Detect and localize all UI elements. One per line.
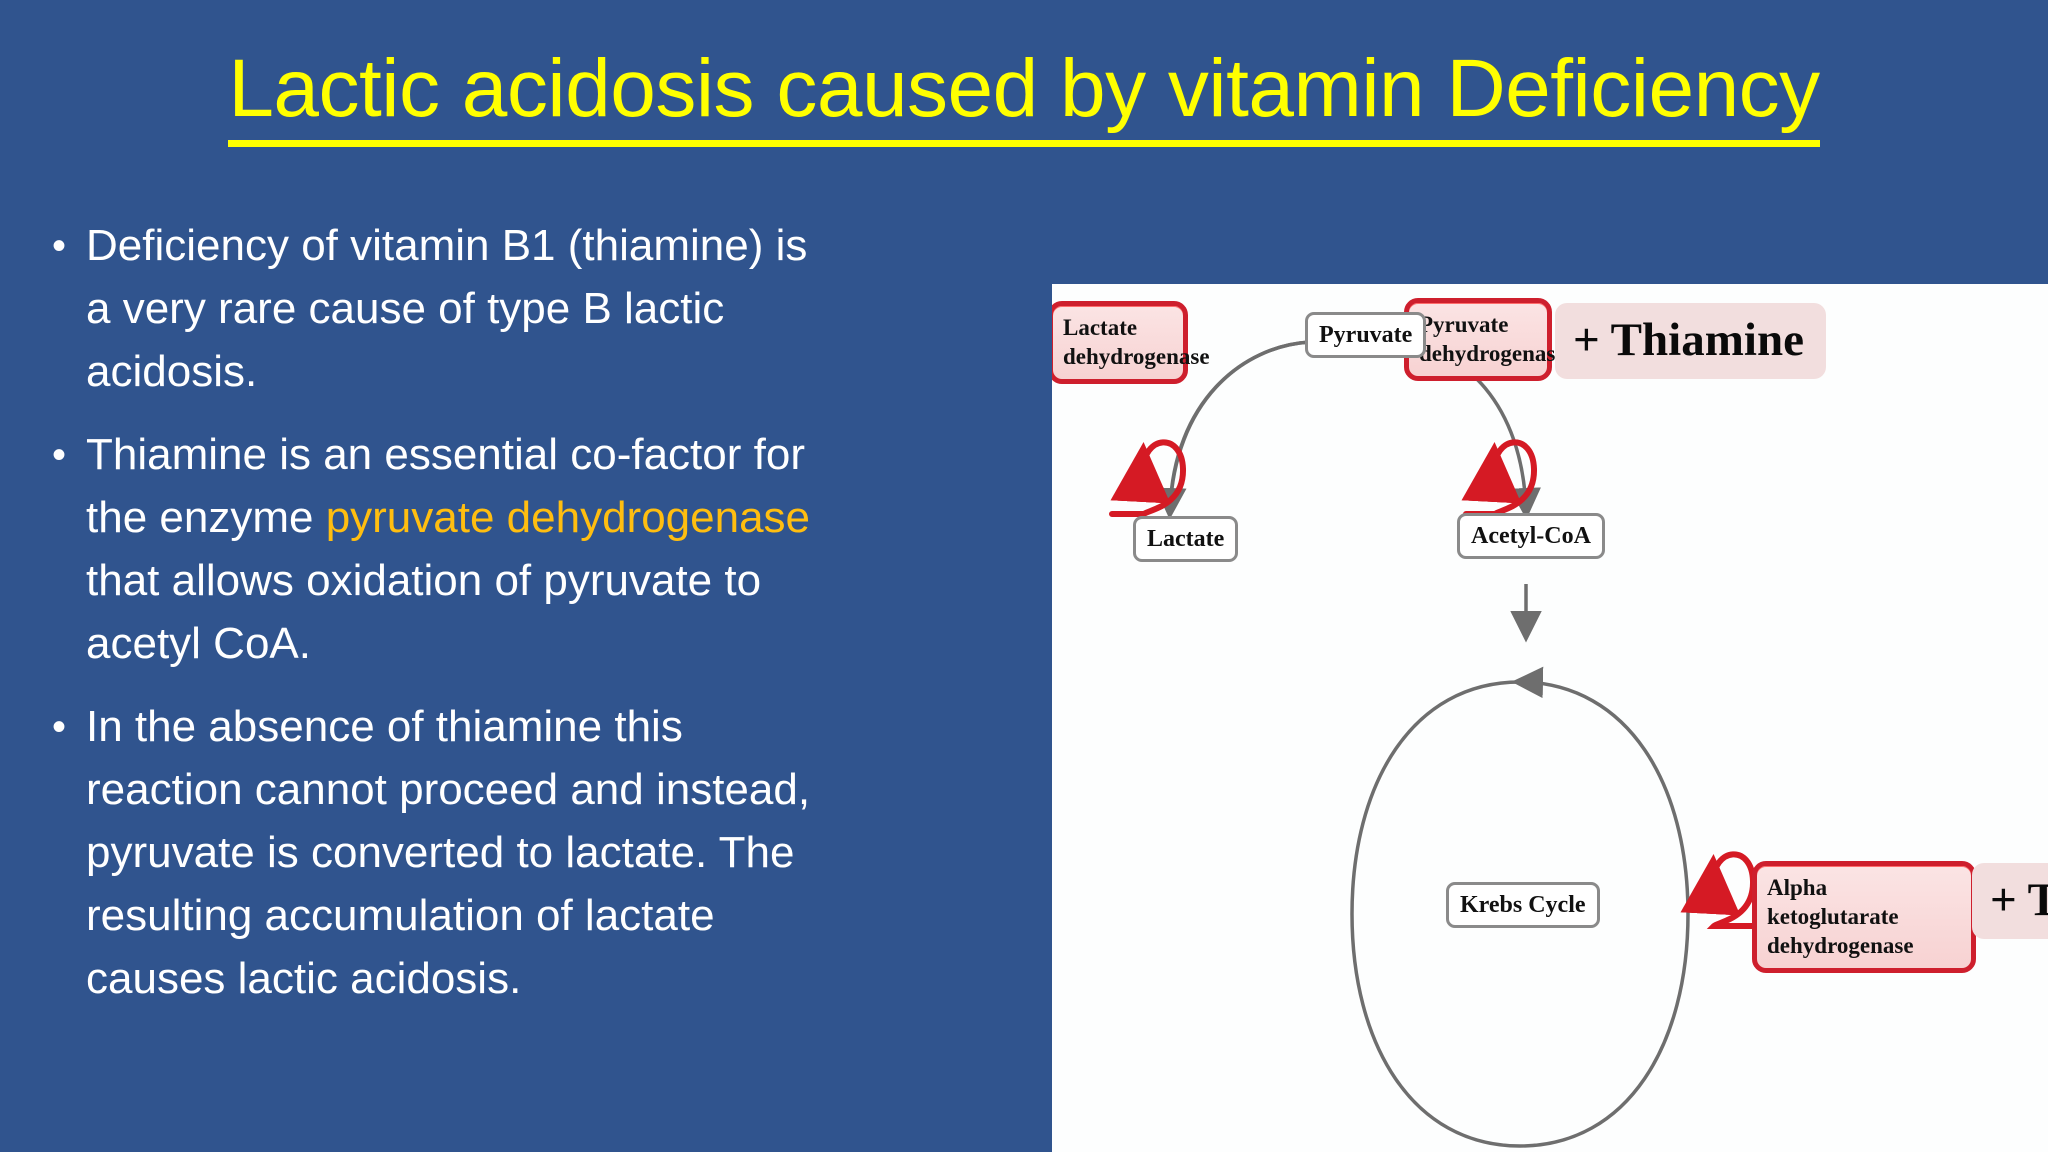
bullet-segment: Thiamine is an essential co-factor for t… — [86, 430, 805, 542]
bullet-segment-highlight: pyruvate dehydrogenase — [325, 493, 811, 542]
bullet-marker-icon: • — [52, 705, 67, 749]
metabolite-box-krebs-cycle: Krebs Cycle — [1446, 882, 1600, 928]
enzyme-label-line2: dehydrogenase — [1419, 341, 1566, 366]
bullet-marker-icon: • — [52, 433, 67, 477]
metabolite-box-lactate: Lactate — [1133, 516, 1239, 562]
diagram-arrows — [1109, 340, 1757, 1148]
page-title-container: Lactic acidosis caused by vitamin Defici… — [0, 48, 2048, 147]
cofactor-tag-thiamine-akgdh: + Thiamine — [1972, 863, 2048, 939]
bullet-text: In the absence of thiamine this reaction… — [86, 695, 812, 1010]
bullet-segment: that allows oxidation of pyruvate to ace… — [86, 556, 762, 668]
list-item: • Thiamine is an essential co-factor for… — [52, 423, 812, 675]
enzyme-box-pyruvate-dehydrogenase: Pyruvate dehydrogenase — [1404, 298, 1566, 381]
bullet-text: Deficiency of vitamin B1 (thiamine) is a… — [86, 214, 812, 403]
bullet-marker-icon: • — [52, 224, 67, 268]
enzyme-label-line1: Alpha ketoglutarate — [1767, 875, 1899, 929]
enzyme-label-line2: dehydrogenase — [1063, 344, 1210, 369]
enzyme-label-line1: Lactate — [1063, 315, 1138, 340]
bullet-segment: Deficiency of vitamin B1 (thiamine) is a… — [86, 221, 808, 396]
enzyme-box-alpha-ketoglutarate-dehydrogenase: Alpha ketoglutarate dehydrogenase — [1752, 861, 1976, 973]
cofactor-tag-thiamine-pdh: + Thiamine — [1555, 303, 1826, 379]
enzyme-box-lactate-dehydrogenase: Lactate dehydrogenase — [1052, 301, 1210, 384]
enzyme-label-line1: Pyruvate — [1419, 312, 1509, 337]
metabolite-box-pyruvate: Pyruvate — [1305, 312, 1427, 358]
enzyme-label-line2: dehydrogenase — [1767, 933, 1914, 958]
list-item: • In the absence of thiamine this reacti… — [52, 695, 812, 1010]
metabolite-box-acetyl-coa: Acetyl-CoA — [1457, 513, 1605, 559]
metabolism-diagram: Lactate dehydrogenase Pyruvate dehydroge… — [1052, 284, 2048, 1152]
bullet-segment: In the absence of thiamine this reaction… — [86, 702, 811, 1003]
bullet-list: • Deficiency of vitamin B1 (thiamine) is… — [52, 214, 812, 1030]
page-title: Lactic acidosis caused by vitamin Defici… — [228, 48, 1820, 147]
bullet-text: Thiamine is an essential co-factor for t… — [86, 423, 812, 675]
list-item: • Deficiency of vitamin B1 (thiamine) is… — [52, 214, 812, 403]
